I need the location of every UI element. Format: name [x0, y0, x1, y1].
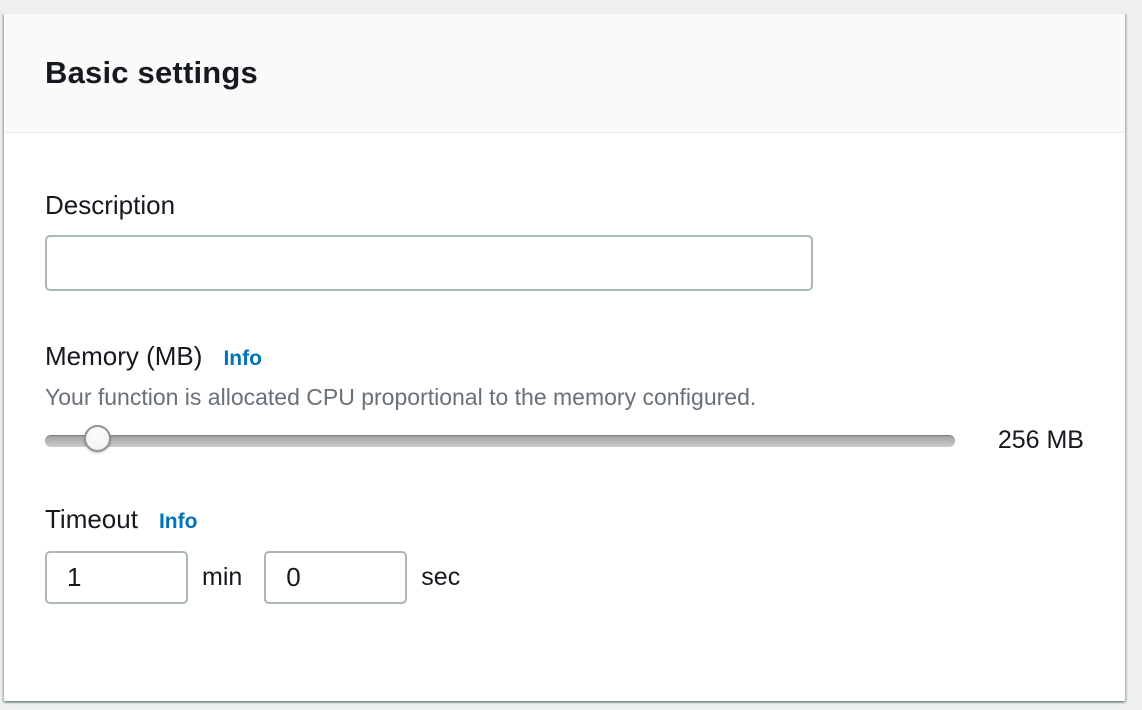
basic-settings-panel: Basic settings Description Memory (MB) I…	[4, 13, 1125, 701]
panel-body: Description Memory (MB) Info Your functi…	[4, 133, 1125, 604]
memory-slider-thumb[interactable]	[83, 425, 111, 452]
description-input[interactable]	[45, 235, 813, 291]
memory-value-label: 256 MB	[997, 426, 1084, 454]
timeout-seconds-input[interactable]	[264, 551, 408, 604]
memory-slider-row: 256 MB	[45, 425, 1084, 456]
memory-field: Memory (MB) Info Your function is alloca…	[45, 339, 1084, 456]
description-field: Description	[45, 188, 1084, 291]
memory-info-link[interactable]: Info	[223, 347, 262, 370]
timeout-minutes-input[interactable]	[45, 551, 188, 604]
panel-header: Basic settings	[4, 14, 1125, 133]
description-label: Description	[45, 190, 176, 220]
memory-help-text: Your function is allocated CPU proportio…	[45, 384, 757, 410]
memory-slider-track[interactable]	[45, 435, 955, 447]
timeout-label: Timeout	[45, 504, 138, 534]
timeout-inputs-row: min sec	[45, 551, 1084, 604]
timeout-minutes-unit-label: min	[202, 563, 243, 591]
timeout-label-row: Timeout Info	[45, 502, 1084, 539]
memory-label: Memory (MB)	[45, 341, 203, 371]
memory-label-row: Memory (MB) Info	[45, 339, 1084, 376]
timeout-seconds-unit-label: sec	[421, 563, 461, 591]
memory-slider[interactable]	[45, 425, 955, 456]
timeout-info-link[interactable]: Info	[158, 510, 198, 533]
description-label-row: Description	[45, 188, 1084, 222]
timeout-field: Timeout Info min sec	[45, 502, 1084, 604]
panel-title: Basic settings	[45, 55, 258, 90]
